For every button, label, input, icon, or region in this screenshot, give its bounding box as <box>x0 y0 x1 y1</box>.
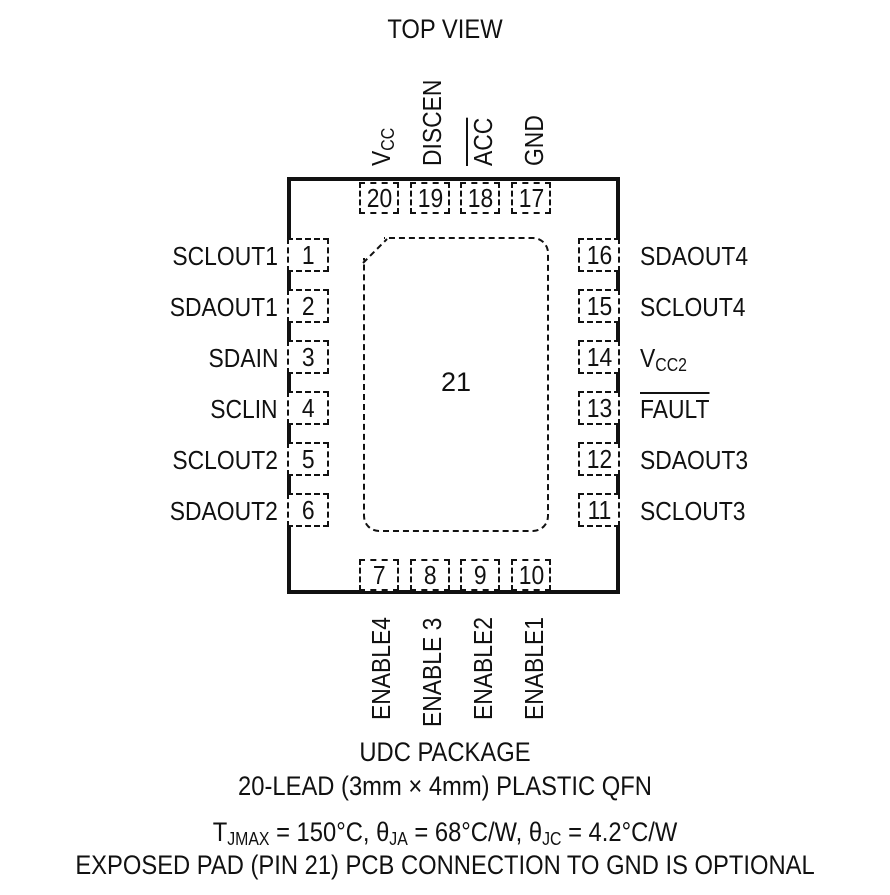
pin-8-number: 8 <box>423 560 437 590</box>
pin-6-box: 6 <box>287 493 329 527</box>
pin-18-number: 18 <box>467 183 493 213</box>
pin-10-number: 10 <box>518 560 544 590</box>
pin-13-label: FAULT <box>640 394 710 424</box>
pin-2-number: 2 <box>301 291 315 321</box>
pin-6-number: 6 <box>301 495 315 525</box>
diagram-title: TOP VIEW <box>387 14 503 44</box>
pin-16-number: 16 <box>586 240 612 270</box>
pin-11-box: 11 <box>578 493 620 527</box>
pin-18-box: 18 <box>460 182 500 214</box>
pin-6-label: SDAOUT2 <box>169 496 278 526</box>
pin-15-label: SCLOUT4 <box>640 292 746 322</box>
pin-11-number: 11 <box>587 495 611 525</box>
pin-7-box: 7 <box>359 559 399 591</box>
pin-3-number: 3 <box>301 342 315 372</box>
package-caption: UDC PACKAGE <box>359 737 531 767</box>
pin-20-number: 20 <box>366 183 392 213</box>
pin-14-number: 14 <box>586 342 612 372</box>
pin-17-label: GND <box>519 115 549 166</box>
pin-14-label: VCC2 <box>640 343 687 375</box>
pin-15-number: 15 <box>586 291 612 321</box>
pin-4-box: 4 <box>287 391 329 425</box>
pin-14-box: 14 <box>578 340 620 374</box>
package-outline <box>287 177 620 594</box>
pin-12-box: 12 <box>578 442 620 476</box>
pin-8-box: 8 <box>410 559 450 591</box>
pin-9-number: 9 <box>473 560 487 590</box>
pin-7-label: ENABLE4 <box>366 616 396 720</box>
pin-5-number: 5 <box>301 444 315 474</box>
pin-8-label: ENABLE 3 <box>417 617 447 727</box>
pin-2-box: 2 <box>287 289 329 323</box>
pin-4-number: 4 <box>301 393 315 423</box>
pin-5-label: SCLOUT2 <box>172 445 278 475</box>
pin-1-number: 1 <box>301 240 315 270</box>
pin-3-label: SDAIN <box>208 343 278 373</box>
pin-12-label: SDAOUT3 <box>640 445 749 475</box>
pin-19-box: 19 <box>410 182 450 214</box>
pin-19-number: 19 <box>417 183 443 213</box>
pin-17-box: 17 <box>511 182 551 214</box>
pin-13-box: 13 <box>578 391 620 425</box>
pin-16-box: 16 <box>578 238 620 272</box>
pin-4-label: SCLIN <box>210 394 278 424</box>
pin-18-label: ACC <box>468 117 498 166</box>
pin-19-label: DISCEN <box>417 79 447 166</box>
pin-12-number: 12 <box>586 444 612 474</box>
pin-10-label: ENABLE1 <box>519 616 549 720</box>
pin-3-box: 3 <box>287 340 329 374</box>
pin-9-label: ENABLE2 <box>468 616 498 720</box>
pin-20-label: VCC <box>366 127 398 166</box>
exposed-pad <box>363 237 549 532</box>
pin-17-number: 17 <box>518 183 544 213</box>
exposed-pad-note: EXPOSED PAD (PIN 21) PCB CONNECTION TO G… <box>75 850 815 880</box>
pin-10-box: 10 <box>511 559 551 591</box>
pin-1-label: SCLOUT1 <box>172 241 278 271</box>
exposed-pad-pin1-chamfer <box>362 238 388 264</box>
pin-9-box: 9 <box>460 559 500 591</box>
exposed-pad-number: 21 <box>440 367 472 397</box>
pin-11-label: SCLOUT3 <box>640 496 746 526</box>
pin-15-box: 15 <box>578 289 620 323</box>
pin-13-number: 13 <box>586 393 612 423</box>
pin-16-label: SDAOUT4 <box>640 241 749 271</box>
pin-5-box: 5 <box>287 442 329 476</box>
pin-20-box: 20 <box>359 182 399 214</box>
pin-7-number: 7 <box>372 560 386 590</box>
pin-1-box: 1 <box>287 238 329 272</box>
pin-2-label: SDAOUT1 <box>169 292 278 322</box>
lead-caption: 20-LEAD (3mm × 4mm) PLASTIC QFN <box>238 771 652 801</box>
thermal-caption: TJMAX = 150°C, θJA = 68°C/W, θJC = 4.2°C… <box>212 817 678 849</box>
